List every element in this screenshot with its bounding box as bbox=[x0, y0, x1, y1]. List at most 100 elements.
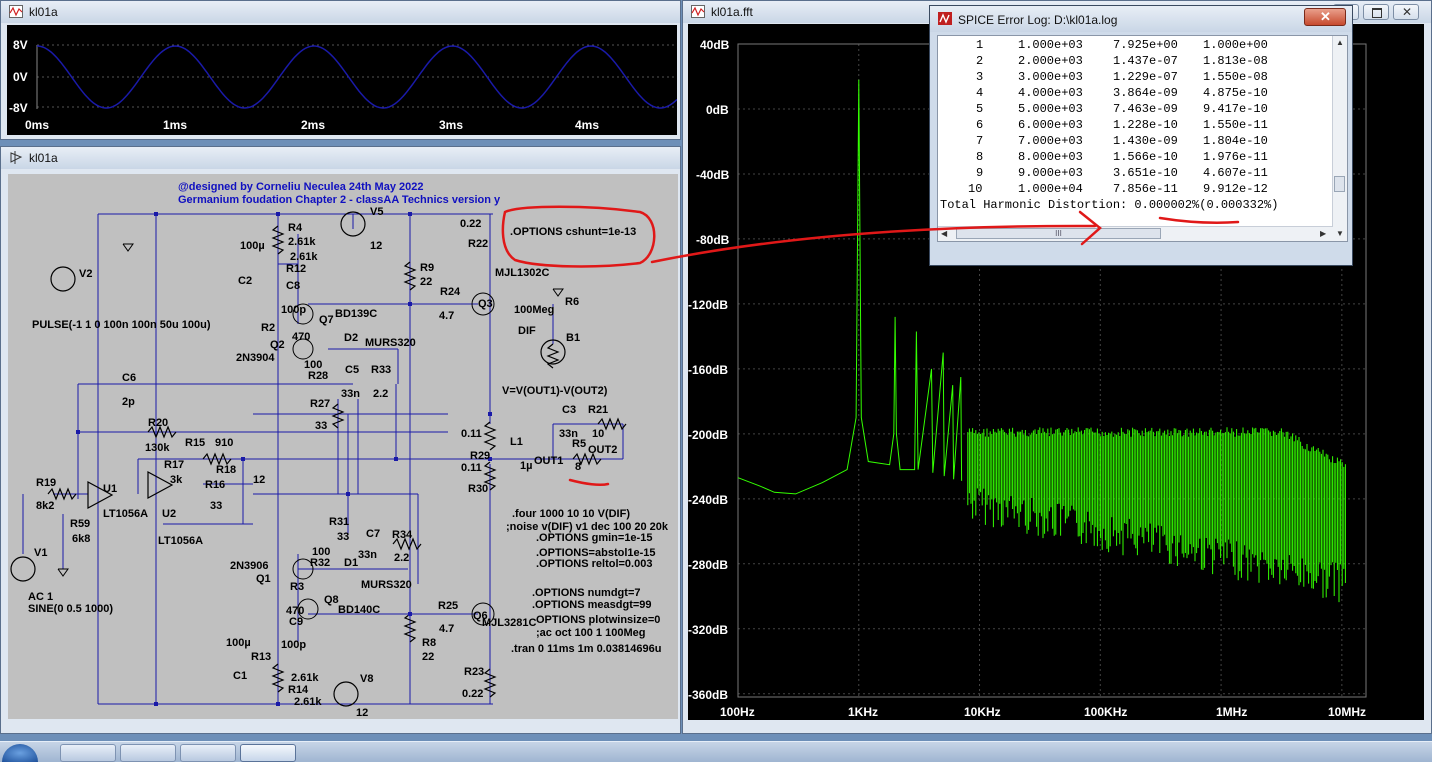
out1-label: OUT1 bbox=[534, 455, 564, 467]
waveform-titlebar[interactable]: kl01a bbox=[1, 1, 680, 23]
out2-label: OUT2 bbox=[588, 444, 618, 456]
u1-model: LT1056A bbox=[103, 508, 149, 520]
fourier-cell: 7 bbox=[976, 134, 984, 148]
r31-val: 33 bbox=[337, 531, 350, 543]
r5-val: 8 bbox=[575, 461, 582, 473]
fft-y-label-40: 40dB bbox=[700, 38, 730, 52]
fourier-cell: 1.229e-07 bbox=[1113, 70, 1178, 84]
sine-trace bbox=[36, 45, 678, 109]
r28-label: R28 bbox=[308, 370, 329, 382]
r15-label: R15 bbox=[185, 437, 206, 449]
l1-val: 1µ bbox=[520, 460, 533, 472]
error-log-vscroll-thumb[interactable] bbox=[1334, 176, 1345, 192]
gmin-directive: .OPTIONS gmin=1e-15 bbox=[536, 532, 653, 544]
schematic-titlebar[interactable]: kl01a bbox=[1, 147, 680, 169]
taskbar-item-3[interactable] bbox=[180, 744, 236, 762]
error-log-hscroll[interactable]: ◀ III ▶ bbox=[938, 226, 1333, 241]
fourier-cell: 9.417e-10 bbox=[1203, 102, 1268, 116]
error-log-titlebar[interactable]: SPICE Error Log: D:\kl01a.log bbox=[930, 6, 1352, 32]
fft-x-label-1mhz: 1MHz bbox=[1216, 705, 1248, 719]
r12-val: 2.61k bbox=[290, 251, 318, 263]
r15-val: 910 bbox=[215, 437, 234, 449]
fourier-cell: 6.000e+03 bbox=[1018, 118, 1083, 132]
scroll-right-icon[interactable]: ▶ bbox=[1320, 229, 1327, 238]
r6-val: 100Meg bbox=[514, 304, 555, 316]
murs320-bot: MURS320 bbox=[361, 579, 412, 591]
c7-val: 33n bbox=[358, 549, 377, 561]
taskbar-item-2[interactable] bbox=[120, 744, 176, 762]
error-log-vscroll[interactable]: ▲ ▼ bbox=[1332, 36, 1347, 241]
c2-label: C2 bbox=[238, 275, 253, 287]
fourier-cell: 1.000e+00 bbox=[1203, 38, 1268, 52]
error-log-close-button[interactable]: ✕ bbox=[1304, 8, 1346, 26]
r16-val: 33 bbox=[210, 500, 223, 512]
r5-label: R5 bbox=[572, 438, 587, 450]
waveform-plot[interactable]: 8V 0V -8V 0ms 1ms 2ms 3ms 4ms bbox=[7, 25, 678, 135]
taskbar-item-ltspice[interactable] bbox=[240, 744, 296, 762]
scroll-down-icon[interactable]: ▼ bbox=[1336, 229, 1344, 238]
fft-maximize-button[interactable] bbox=[1363, 4, 1389, 20]
c5-label: C5 bbox=[345, 364, 360, 376]
pulse-label: PULSE(-1 1 0 100n 100n 50u 100u) bbox=[32, 319, 211, 331]
x-label-0ms: 0ms bbox=[25, 118, 49, 132]
u2-label: U2 bbox=[162, 508, 177, 520]
r14-val-a: 2.61k bbox=[291, 672, 319, 684]
fft-x-label-100hz: 100Hz bbox=[720, 705, 755, 719]
r6-label: R6 bbox=[565, 296, 580, 308]
q2-label: Q2 bbox=[270, 339, 285, 351]
fourier-cell: 4.875e-10 bbox=[1203, 86, 1268, 100]
c6-label: C6 bbox=[122, 372, 137, 384]
r13-label: R13 bbox=[251, 651, 272, 663]
fourier-cell: 3.000e+03 bbox=[1018, 70, 1083, 84]
c5-val: 33n bbox=[341, 388, 360, 400]
fourier-cell: 3.864e-09 bbox=[1113, 86, 1178, 100]
bd140c-label: BD140C bbox=[338, 604, 381, 616]
r14-val-b: 2.61k bbox=[294, 696, 322, 708]
r29-val-top: 0.11 bbox=[461, 428, 482, 440]
fourier-cell: 1.566e-10 bbox=[1113, 150, 1178, 164]
r33-val: 2.2 bbox=[373, 388, 389, 400]
fourier-cell: 1.437e-07 bbox=[1113, 54, 1178, 68]
r19-label: R19 bbox=[36, 477, 57, 489]
q3-label: Q3 bbox=[478, 298, 493, 310]
fft-x-label-10mhz: 10MHz bbox=[1328, 705, 1367, 719]
scroll-left-icon[interactable]: ◀ bbox=[941, 229, 948, 238]
four-directive: .four 1000 10 10 V(DIF) bbox=[512, 508, 630, 520]
numdgt-directive: .OPTIONS numdgt=7 bbox=[532, 587, 641, 599]
fft-close-button[interactable]: ✕ bbox=[1393, 4, 1419, 20]
schematic-window-icon bbox=[10, 151, 23, 164]
fft-window-icon bbox=[691, 5, 705, 18]
plotwinsize-directive: OPTIONS plotwinsize=0 bbox=[536, 614, 661, 626]
fft-y-label-neg80: -80dB bbox=[696, 233, 730, 247]
d2-label: D2 bbox=[344, 332, 359, 344]
fourier-cell: 9 bbox=[976, 166, 984, 180]
acoct-directive: ;ac oct 100 1 100Meg bbox=[536, 627, 646, 639]
start-button[interactable] bbox=[2, 744, 38, 762]
r34-label: R34 bbox=[392, 529, 413, 541]
y-label-0v: 0V bbox=[13, 70, 28, 84]
y-label-8v: 8V bbox=[13, 38, 28, 52]
r30-label: R30 bbox=[468, 483, 489, 495]
y-label-neg8v: -8V bbox=[9, 101, 28, 115]
fft-x-label-100khz: 100KHz bbox=[1084, 705, 1128, 719]
c1-val: 100µ bbox=[226, 637, 251, 649]
v5-label: V5 bbox=[370, 206, 384, 218]
v8-label: V8 bbox=[360, 673, 374, 685]
taskbar-item-1[interactable] bbox=[60, 744, 116, 762]
schematic-canvas[interactable]: @designed by Corneliu Neculea 24th May 2… bbox=[8, 174, 678, 719]
fourier-cell: 7.856e-11 bbox=[1113, 182, 1178, 196]
tran-directive: .tran 0 11ms 1m 0.03814696u bbox=[511, 643, 662, 655]
c1-label: C1 bbox=[233, 670, 248, 682]
scroll-up-icon[interactable]: ▲ bbox=[1336, 38, 1344, 47]
r8-label: R8 bbox=[422, 637, 437, 649]
error-log-hscroll-thumb[interactable]: III bbox=[956, 228, 1161, 239]
r18-label: R18 bbox=[216, 464, 237, 476]
fourier-cell: 7.925e+00 bbox=[1113, 38, 1178, 52]
fourier-cell: 8 bbox=[976, 150, 984, 164]
fourier-cell: 1.430e-09 bbox=[1113, 134, 1178, 148]
